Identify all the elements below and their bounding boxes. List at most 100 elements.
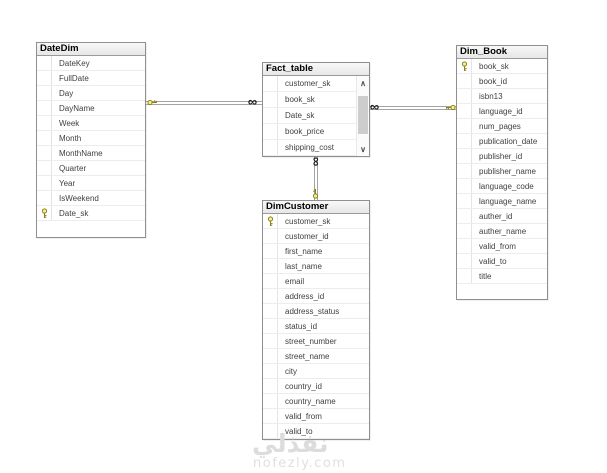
scroll-up-button[interactable]: ∧ bbox=[357, 77, 369, 89]
column-icon-cell bbox=[263, 424, 278, 438]
table-column-row[interactable]: auther_name bbox=[457, 224, 547, 239]
column-name: MonthName bbox=[59, 148, 103, 158]
table-column-row[interactable]: email bbox=[263, 274, 369, 289]
table-column-row[interactable]: status_id bbox=[263, 319, 369, 334]
table-column-row[interactable]: language_name bbox=[457, 194, 547, 209]
column-name: title bbox=[479, 271, 492, 281]
column-icon-cell bbox=[457, 104, 472, 118]
column-name: DateKey bbox=[59, 58, 90, 68]
table-column-row[interactable]: auther_id bbox=[457, 209, 547, 224]
table-column-row[interactable]: Date_sk bbox=[37, 206, 145, 221]
relationship-line-facttable-dimbook[interactable] bbox=[370, 106, 456, 110]
column-icon-cell bbox=[263, 289, 278, 303]
column-name: publication_date bbox=[479, 136, 538, 146]
column-name: customer_id bbox=[285, 231, 329, 241]
scrollbar-thumb[interactable] bbox=[358, 96, 368, 134]
table-title: DateDim bbox=[40, 43, 79, 54]
table-header-facttable[interactable]: Fact_table bbox=[263, 63, 369, 76]
column-icon-cell bbox=[263, 364, 278, 378]
table-column-row[interactable]: valid_to bbox=[457, 254, 547, 269]
column-icon-cell bbox=[457, 149, 472, 163]
table-column-row[interactable]: publisher_name bbox=[457, 164, 547, 179]
table-column-row[interactable]: title bbox=[457, 269, 547, 284]
column-icon-cell bbox=[263, 124, 278, 139]
column-name: language_id bbox=[479, 106, 523, 116]
facttable-scrollbar[interactable]: ∧ ∨ bbox=[356, 76, 369, 156]
table-header-dimbook[interactable]: Dim_Book bbox=[457, 46, 547, 59]
column-icon-cell bbox=[457, 194, 472, 208]
column-icon-cell bbox=[263, 229, 278, 243]
table-column-row[interactable]: MonthName bbox=[37, 146, 145, 161]
column-name: publisher_id bbox=[479, 151, 523, 161]
column-icon-cell bbox=[263, 379, 278, 393]
table-column-row[interactable]: shipping_cost bbox=[263, 140, 369, 156]
column-name: address_id bbox=[285, 291, 325, 301]
column-icon-cell bbox=[457, 224, 472, 238]
table-columns-dimcustomer: customer_sk customer_id first_name last_nam… bbox=[263, 214, 369, 439]
table-header-dimcustomer[interactable]: DimCustomer bbox=[263, 201, 369, 214]
column-icon-cell bbox=[457, 254, 472, 268]
table-column-row[interactable]: valid_from bbox=[263, 409, 369, 424]
column-name: Week bbox=[59, 118, 80, 128]
column-name: country_name bbox=[285, 396, 336, 406]
column-icon-cell bbox=[263, 394, 278, 408]
table-column-row[interactable]: country_name bbox=[263, 394, 369, 409]
table-column-row[interactable]: valid_to bbox=[263, 424, 369, 439]
column-name: Date_sk bbox=[59, 208, 89, 218]
table-column-row[interactable]: isbn13 bbox=[457, 89, 547, 104]
table-column-row[interactable]: book_price bbox=[263, 124, 369, 140]
table-column-row[interactable]: address_status bbox=[263, 304, 369, 319]
table-column-row[interactable]: num_pages bbox=[457, 119, 547, 134]
table-column-row[interactable]: language_id bbox=[457, 104, 547, 119]
table-column-row[interactable]: Quarter bbox=[37, 161, 145, 176]
column-name: Quarter bbox=[59, 163, 87, 173]
column-icon-cell bbox=[37, 71, 52, 85]
column-name: auther_name bbox=[479, 226, 527, 236]
table-column-row[interactable]: Day bbox=[37, 86, 145, 101]
table-column-row[interactable]: Week bbox=[37, 116, 145, 131]
relationship-line-datedim-facttable[interactable] bbox=[146, 101, 262, 105]
column-name: language_name bbox=[479, 196, 537, 206]
primary-key-icon bbox=[37, 206, 52, 220]
table-column-row[interactable]: DateKey bbox=[37, 56, 145, 71]
column-icon-cell bbox=[457, 239, 472, 253]
column-icon-cell bbox=[37, 146, 52, 160]
table-column-row[interactable]: FullDate bbox=[37, 71, 145, 86]
table-column-row[interactable]: Year bbox=[37, 176, 145, 191]
table-title: Dim_Book bbox=[460, 46, 507, 57]
table-column-row[interactable]: Date_sk bbox=[263, 108, 369, 124]
table-column-row[interactable]: publication_date bbox=[457, 134, 547, 149]
table-column-row[interactable]: language_code bbox=[457, 179, 547, 194]
scroll-down-button[interactable]: ∨ bbox=[357, 143, 369, 155]
table-column-row[interactable]: valid_from bbox=[457, 239, 547, 254]
column-name: DayName bbox=[59, 103, 95, 113]
column-name: first_name bbox=[285, 246, 323, 256]
column-name: Year bbox=[59, 178, 76, 188]
table-column-row[interactable]: last_name bbox=[263, 259, 369, 274]
table-column-row[interactable]: publisher_id bbox=[457, 149, 547, 164]
table-column-row[interactable]: country_id bbox=[263, 379, 369, 394]
column-icon-cell bbox=[263, 92, 278, 107]
table-column-row[interactable]: book_sk bbox=[263, 92, 369, 108]
table-column-row[interactable]: street_number bbox=[263, 334, 369, 349]
table-column-row[interactable]: customer_sk bbox=[263, 214, 369, 229]
table-column-row[interactable]: city bbox=[263, 364, 369, 379]
table-column-row[interactable]: DayName bbox=[37, 101, 145, 116]
table-column-row[interactable]: book_id bbox=[457, 74, 547, 89]
table-column-row[interactable]: customer_sk bbox=[263, 76, 369, 92]
relationship-line-facttable-dimcustomer[interactable] bbox=[314, 157, 318, 200]
table-column-row[interactable]: first_name bbox=[263, 244, 369, 259]
table-dimcustomer[interactable]: DimCustomer customer_sk customer_id first_… bbox=[262, 200, 370, 440]
table-column-row[interactable]: street_name bbox=[263, 349, 369, 364]
table-column-row[interactable]: address_id bbox=[263, 289, 369, 304]
table-column-row[interactable]: Month bbox=[37, 131, 145, 146]
column-icon-cell bbox=[37, 131, 52, 145]
table-column-row[interactable]: IsWeekend bbox=[37, 191, 145, 206]
table-header-datedim[interactable]: DateDim bbox=[37, 43, 145, 56]
table-column-row[interactable]: book_sk bbox=[457, 59, 547, 74]
table-column-row[interactable]: customer_id bbox=[263, 229, 369, 244]
